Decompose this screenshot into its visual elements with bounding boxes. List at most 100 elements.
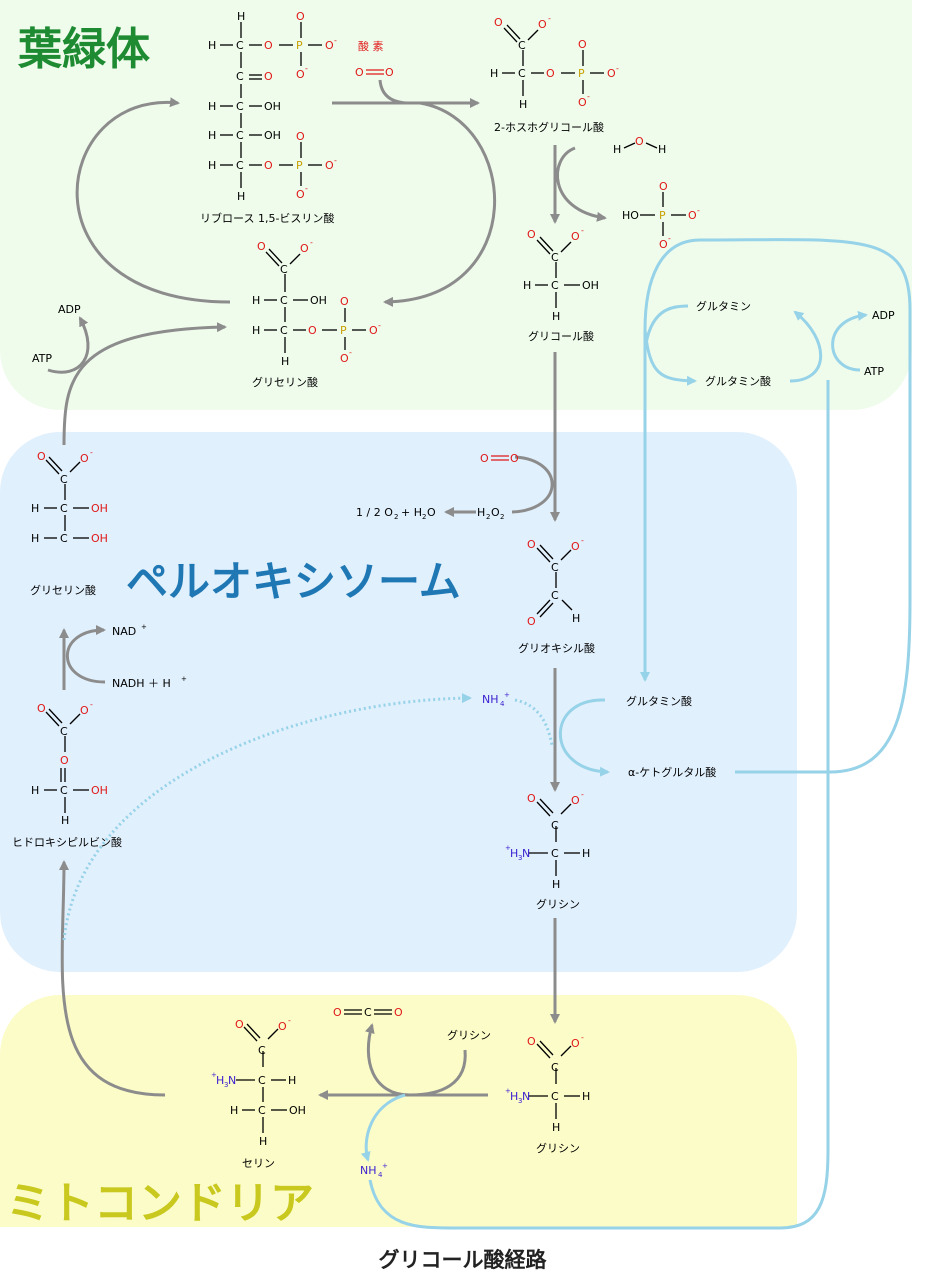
grey-arrows xyxy=(47,79,607,1100)
svg-text:-: - xyxy=(581,226,584,235)
svg-text:H: H xyxy=(230,1104,238,1117)
svg-text:O: O xyxy=(538,18,547,31)
svg-text:C: C xyxy=(551,1090,559,1103)
adp-left: ADP xyxy=(58,303,81,316)
blue-arrows xyxy=(62,238,912,1230)
svg-text:4: 4 xyxy=(378,1171,383,1179)
svg-text:H: H xyxy=(552,878,560,891)
svg-text:O: O xyxy=(340,295,349,308)
phosphate-molecule: HO P O - O O - xyxy=(622,180,700,251)
svg-text:C: C xyxy=(60,784,68,797)
svg-text:O: O xyxy=(480,452,489,465)
svg-text:O: O xyxy=(296,68,305,81)
svg-text:O: O xyxy=(296,130,305,143)
svg-text:H: H xyxy=(61,814,69,827)
svg-text:H: H xyxy=(510,1090,518,1103)
glutamate-perox-label: グルタミン酸 xyxy=(626,694,692,708)
svg-text:O: O xyxy=(296,188,305,201)
svg-text:2: 2 xyxy=(486,513,490,521)
svg-text:N: N xyxy=(228,1074,236,1087)
svg-text:+ H: + H xyxy=(401,506,422,519)
svg-text:O: O xyxy=(325,39,334,52)
akg-label: α-ケトグルタル酸 xyxy=(628,765,716,779)
svg-text:C: C xyxy=(60,532,68,545)
svg-text:OH: OH xyxy=(264,129,281,142)
svg-text:H: H xyxy=(658,143,666,156)
oxygen-perox: O O xyxy=(480,452,519,465)
svg-text:H: H xyxy=(31,532,39,545)
svg-text:O: O xyxy=(278,1020,287,1033)
svg-text:O: O xyxy=(510,452,519,465)
svg-text:C: C xyxy=(60,473,68,486)
svg-text:P: P xyxy=(296,39,303,52)
svg-text:2: 2 xyxy=(500,513,504,521)
svg-text:O: O xyxy=(80,704,89,717)
svg-text:O: O xyxy=(264,39,273,52)
svg-text:O: O xyxy=(264,70,273,83)
glycine-mito-label: グリシン xyxy=(536,1141,580,1155)
svg-text:O: O xyxy=(369,324,378,337)
svg-text:O: O xyxy=(355,66,364,79)
svg-text:-: - xyxy=(697,206,700,215)
svg-text:O: O xyxy=(257,240,266,253)
svg-text:C: C xyxy=(258,1044,266,1057)
svg-text:O: O xyxy=(527,615,536,628)
svg-text:HO: HO xyxy=(622,209,639,222)
svg-text:-: - xyxy=(334,36,337,45)
atp-right: ATP xyxy=(864,365,884,378)
glycolate-structure xyxy=(535,236,580,308)
svg-text:O: O xyxy=(659,180,668,193)
serine-structure xyxy=(236,1023,287,1133)
svg-text:OH: OH xyxy=(91,532,108,545)
svg-text:H: H xyxy=(613,143,621,156)
svg-text:O: O xyxy=(578,38,587,51)
svg-text:O: O xyxy=(491,506,500,519)
svg-text:O: O xyxy=(37,702,46,715)
svg-text:H: H xyxy=(523,279,531,292)
svg-text:O: O xyxy=(635,135,644,148)
atp-left: ATP xyxy=(32,352,52,365)
rubp-structure xyxy=(220,22,322,188)
svg-text:C: C xyxy=(60,502,68,515)
svg-text:OH: OH xyxy=(582,279,599,292)
serine-label: セリン xyxy=(242,1157,275,1170)
svg-text:P: P xyxy=(659,209,666,222)
svg-text:C: C xyxy=(364,1006,372,1019)
hydroxypyruvate-structure xyxy=(44,708,89,813)
co2-molecule: O C O xyxy=(333,1006,403,1019)
svg-text:O: O xyxy=(527,1035,536,1048)
glycerate-chloroplast-structure xyxy=(264,248,366,353)
svg-text:O: O xyxy=(296,10,305,23)
ammonium-mito: NH 4 + xyxy=(360,1162,388,1179)
svg-text:+: + xyxy=(181,675,187,683)
svg-text:1 / 2 O: 1 / 2 O xyxy=(356,506,393,519)
svg-text:-: - xyxy=(587,92,590,101)
svg-text:+: + xyxy=(211,1071,217,1079)
rubp-label: リブロース 1,5-ビスリン酸 xyxy=(200,211,334,225)
svg-text:O: O xyxy=(688,209,697,222)
svg-text:3: 3 xyxy=(224,1081,228,1089)
svg-text:O: O xyxy=(571,230,580,243)
svg-text:C: C xyxy=(551,251,559,264)
svg-text:H: H xyxy=(552,310,560,323)
glycolate-label: グリコール酸 xyxy=(528,329,594,343)
svg-text:H: H xyxy=(572,612,580,625)
svg-text:H: H xyxy=(582,1090,590,1103)
svg-text:OH: OH xyxy=(310,294,327,307)
nadh-label: NADH ＋ H + xyxy=(112,675,187,690)
svg-text:-: - xyxy=(305,64,308,73)
svg-text:H: H xyxy=(208,159,216,172)
svg-text:-: - xyxy=(548,14,551,23)
phosphoglycolate-label: 2-ホスホグリコール酸 xyxy=(494,120,604,134)
svg-text:P: P xyxy=(296,159,303,172)
svg-text:H: H xyxy=(216,1074,224,1087)
svg-text:O: O xyxy=(325,159,334,172)
svg-text:+: + xyxy=(505,1087,511,1095)
svg-text:H: H xyxy=(510,847,518,860)
svg-text:P: P xyxy=(340,324,347,337)
svg-text:OH: OH xyxy=(289,1104,306,1117)
svg-text:C: C xyxy=(258,1104,266,1117)
